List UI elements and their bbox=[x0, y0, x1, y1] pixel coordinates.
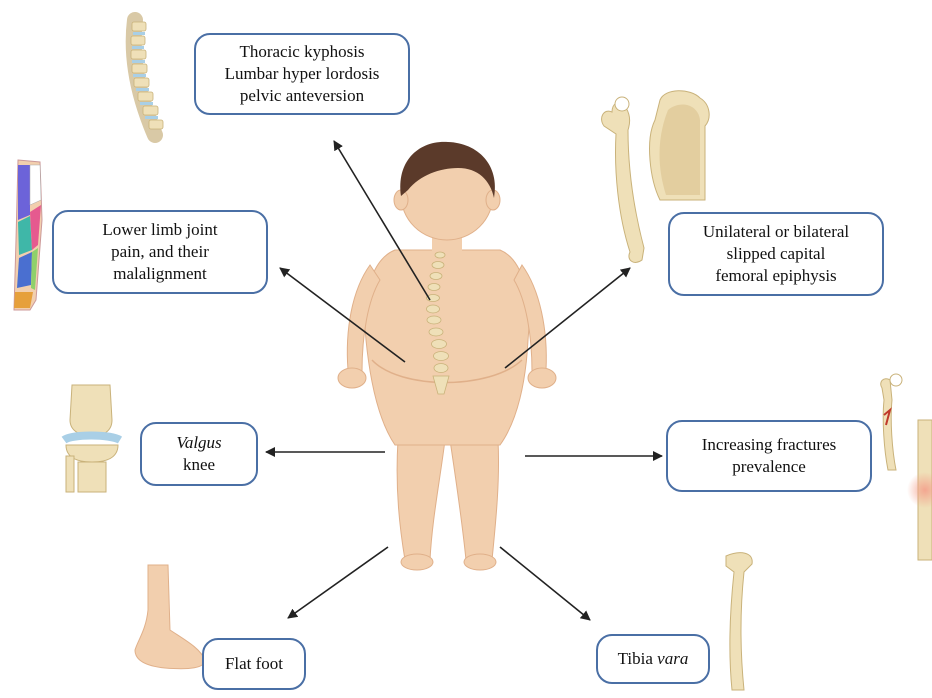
arrow-flat-foot bbox=[288, 547, 388, 618]
label-valgus: Valgus knee bbox=[140, 422, 258, 486]
foot-icon bbox=[135, 565, 205, 669]
label-flat-foot: Flat foot bbox=[202, 638, 306, 690]
label-fractures-line2: prevalence bbox=[732, 456, 806, 478]
child-body-icon bbox=[338, 142, 556, 570]
label-tibia-plain: Tibia bbox=[618, 649, 658, 668]
fractured-bone-icon bbox=[881, 374, 932, 560]
label-fractures: Increasing fractures prevalence bbox=[666, 420, 872, 492]
femoral-head-section-icon bbox=[650, 91, 710, 200]
label-spine-line2: Lumbar hyper lordosis bbox=[225, 63, 380, 85]
label-tibia-text: Tibia vara bbox=[618, 648, 689, 670]
label-lower-limb-line1: Lower limb joint bbox=[102, 219, 217, 241]
label-lower-limb-line3: malalignment bbox=[113, 263, 206, 285]
spine-icon bbox=[131, 20, 163, 135]
label-scfe-line1: Unilateral or bilateral bbox=[703, 221, 849, 243]
label-spine: Thoracic kyphosis Lumbar hyper lordosis … bbox=[194, 33, 410, 115]
label-lower-limb: Lower limb joint pain, and their malalig… bbox=[52, 210, 268, 294]
label-valgus-rest: knee bbox=[183, 454, 215, 476]
label-spine-line3: pelvic anteversion bbox=[240, 85, 364, 107]
label-scfe-line3: femoral epiphysis bbox=[715, 265, 836, 287]
femur-icon bbox=[602, 97, 644, 262]
label-scfe: Unilateral or bilateral slipped capital … bbox=[668, 212, 884, 296]
label-valgus-italic: Valgus bbox=[176, 432, 221, 454]
tibia-icon bbox=[726, 553, 752, 690]
label-spine-line1: Thoracic kyphosis bbox=[239, 41, 364, 63]
label-tibia-italic: vara bbox=[657, 649, 688, 668]
arrow-tibia bbox=[500, 547, 590, 620]
leg-pain-map-icon bbox=[14, 160, 42, 310]
knee-joint-icon bbox=[64, 385, 120, 492]
label-lower-limb-line2: pain, and their bbox=[111, 241, 209, 263]
label-fractures-line1: Increasing fractures bbox=[702, 434, 837, 456]
label-scfe-line2: slipped capital bbox=[727, 243, 826, 265]
label-tibia: Tibia vara bbox=[596, 634, 710, 684]
label-flat-foot-text: Flat foot bbox=[225, 653, 283, 675]
